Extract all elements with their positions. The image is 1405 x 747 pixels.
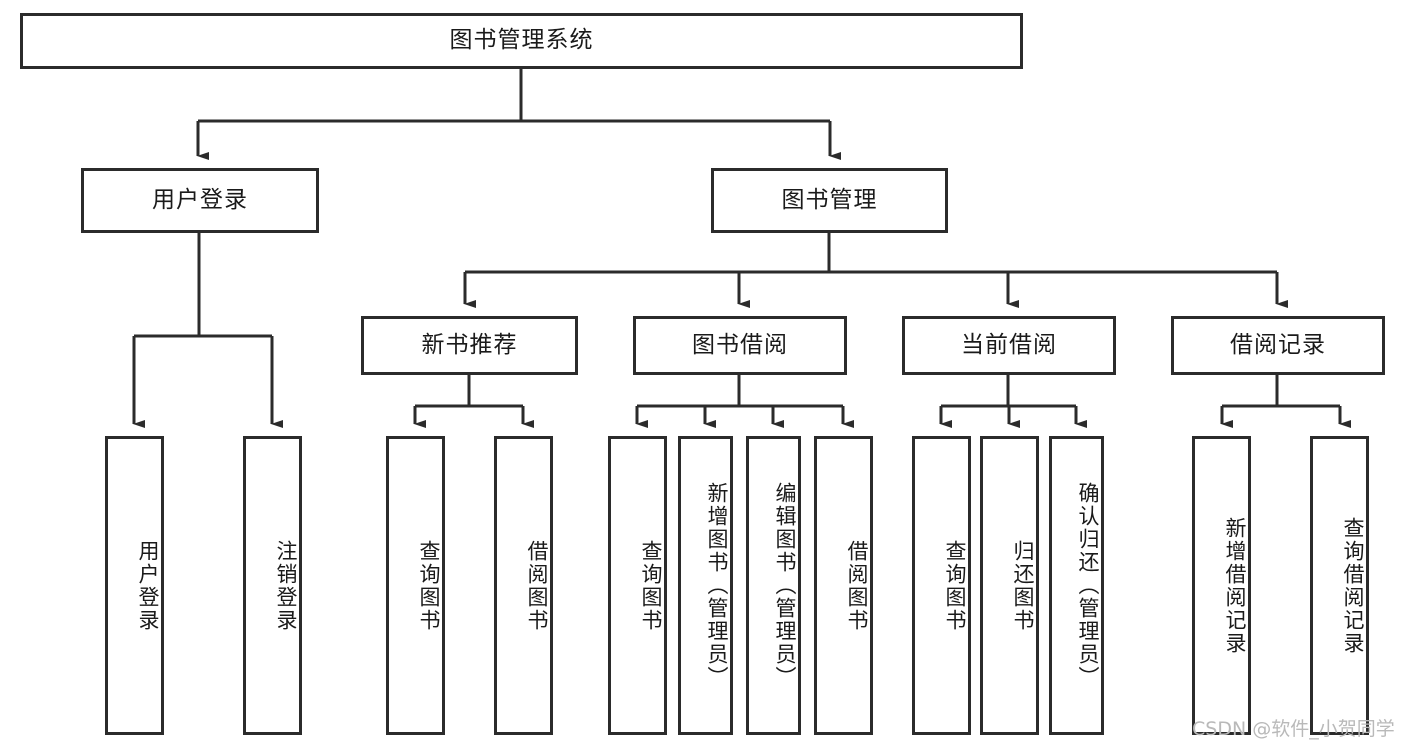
node-current-borrow[interactable]: 当前借阅 bbox=[902, 316, 1116, 375]
node-label: 新增借阅记录 bbox=[1223, 516, 1247, 655]
node-leaf-query-book-borrow[interactable]: 查询图书 bbox=[608, 436, 667, 735]
node-leaf-query-book-current[interactable]: 查询图书 bbox=[912, 436, 971, 735]
node-book-borrow[interactable]: 图书借阅 bbox=[633, 316, 847, 375]
node-label: 用户登录 bbox=[152, 186, 248, 213]
node-leaf-user-login[interactable]: 用户登录 bbox=[105, 436, 164, 735]
node-leaf-return-book[interactable]: 归还图书 bbox=[980, 436, 1039, 735]
node-label: 查询图书 bbox=[943, 539, 967, 632]
node-book-management-system[interactable]: 图书管理系统 bbox=[20, 13, 1023, 69]
node-label: 确认归还（管理员） bbox=[1076, 482, 1100, 689]
node-new-book-recommend[interactable]: 新书推荐 bbox=[361, 316, 578, 375]
node-leaf-edit-book[interactable]: 编辑图书（管理员） bbox=[746, 436, 801, 735]
node-label: 查询图书 bbox=[417, 539, 441, 632]
node-label: 借阅图书 bbox=[845, 539, 869, 632]
node-label: 编辑图书（管理员） bbox=[773, 482, 797, 689]
node-label: 当前借阅 bbox=[961, 331, 1057, 358]
node-label: 查询图书 bbox=[639, 539, 663, 632]
node-user-login[interactable]: 用户登录 bbox=[81, 168, 319, 233]
node-book-manage[interactable]: 图书管理 bbox=[711, 168, 948, 233]
node-label: 借阅记录 bbox=[1230, 331, 1326, 358]
node-leaf-confirm-return[interactable]: 确认归还（管理员） bbox=[1049, 436, 1104, 735]
node-label: 新书推荐 bbox=[421, 331, 518, 358]
node-label: 归还图书 bbox=[1011, 539, 1035, 632]
node-label: 用户登录 bbox=[136, 539, 160, 632]
node-leaf-query-book-recommend[interactable]: 查询图书 bbox=[386, 436, 445, 735]
node-label: 图书管理 bbox=[781, 186, 878, 213]
node-label: 新增图书（管理员） bbox=[705, 482, 729, 689]
node-label: 注销登录 bbox=[274, 539, 298, 632]
node-leaf-borrow-book[interactable]: 借阅图书 bbox=[814, 436, 873, 735]
node-leaf-query-borrow-record[interactable]: 查询借阅记录 bbox=[1310, 436, 1369, 735]
node-leaf-add-borrow-record[interactable]: 新增借阅记录 bbox=[1192, 436, 1251, 735]
node-leaf-logout-login[interactable]: 注销登录 bbox=[243, 436, 302, 735]
node-label: 查询借阅记录 bbox=[1341, 516, 1365, 655]
node-label: 借阅图书 bbox=[525, 539, 549, 632]
node-leaf-add-book[interactable]: 新增图书（管理员） bbox=[678, 436, 733, 735]
node-label: 图书管理系统 bbox=[449, 27, 594, 54]
node-label: 图书借阅 bbox=[692, 331, 788, 358]
csdn-watermark: CSDN @软件_小贺同学 bbox=[1192, 718, 1395, 740]
node-borrow-record[interactable]: 借阅记录 bbox=[1171, 316, 1385, 375]
node-leaf-borrow-book-recommend[interactable]: 借阅图书 bbox=[494, 436, 553, 735]
